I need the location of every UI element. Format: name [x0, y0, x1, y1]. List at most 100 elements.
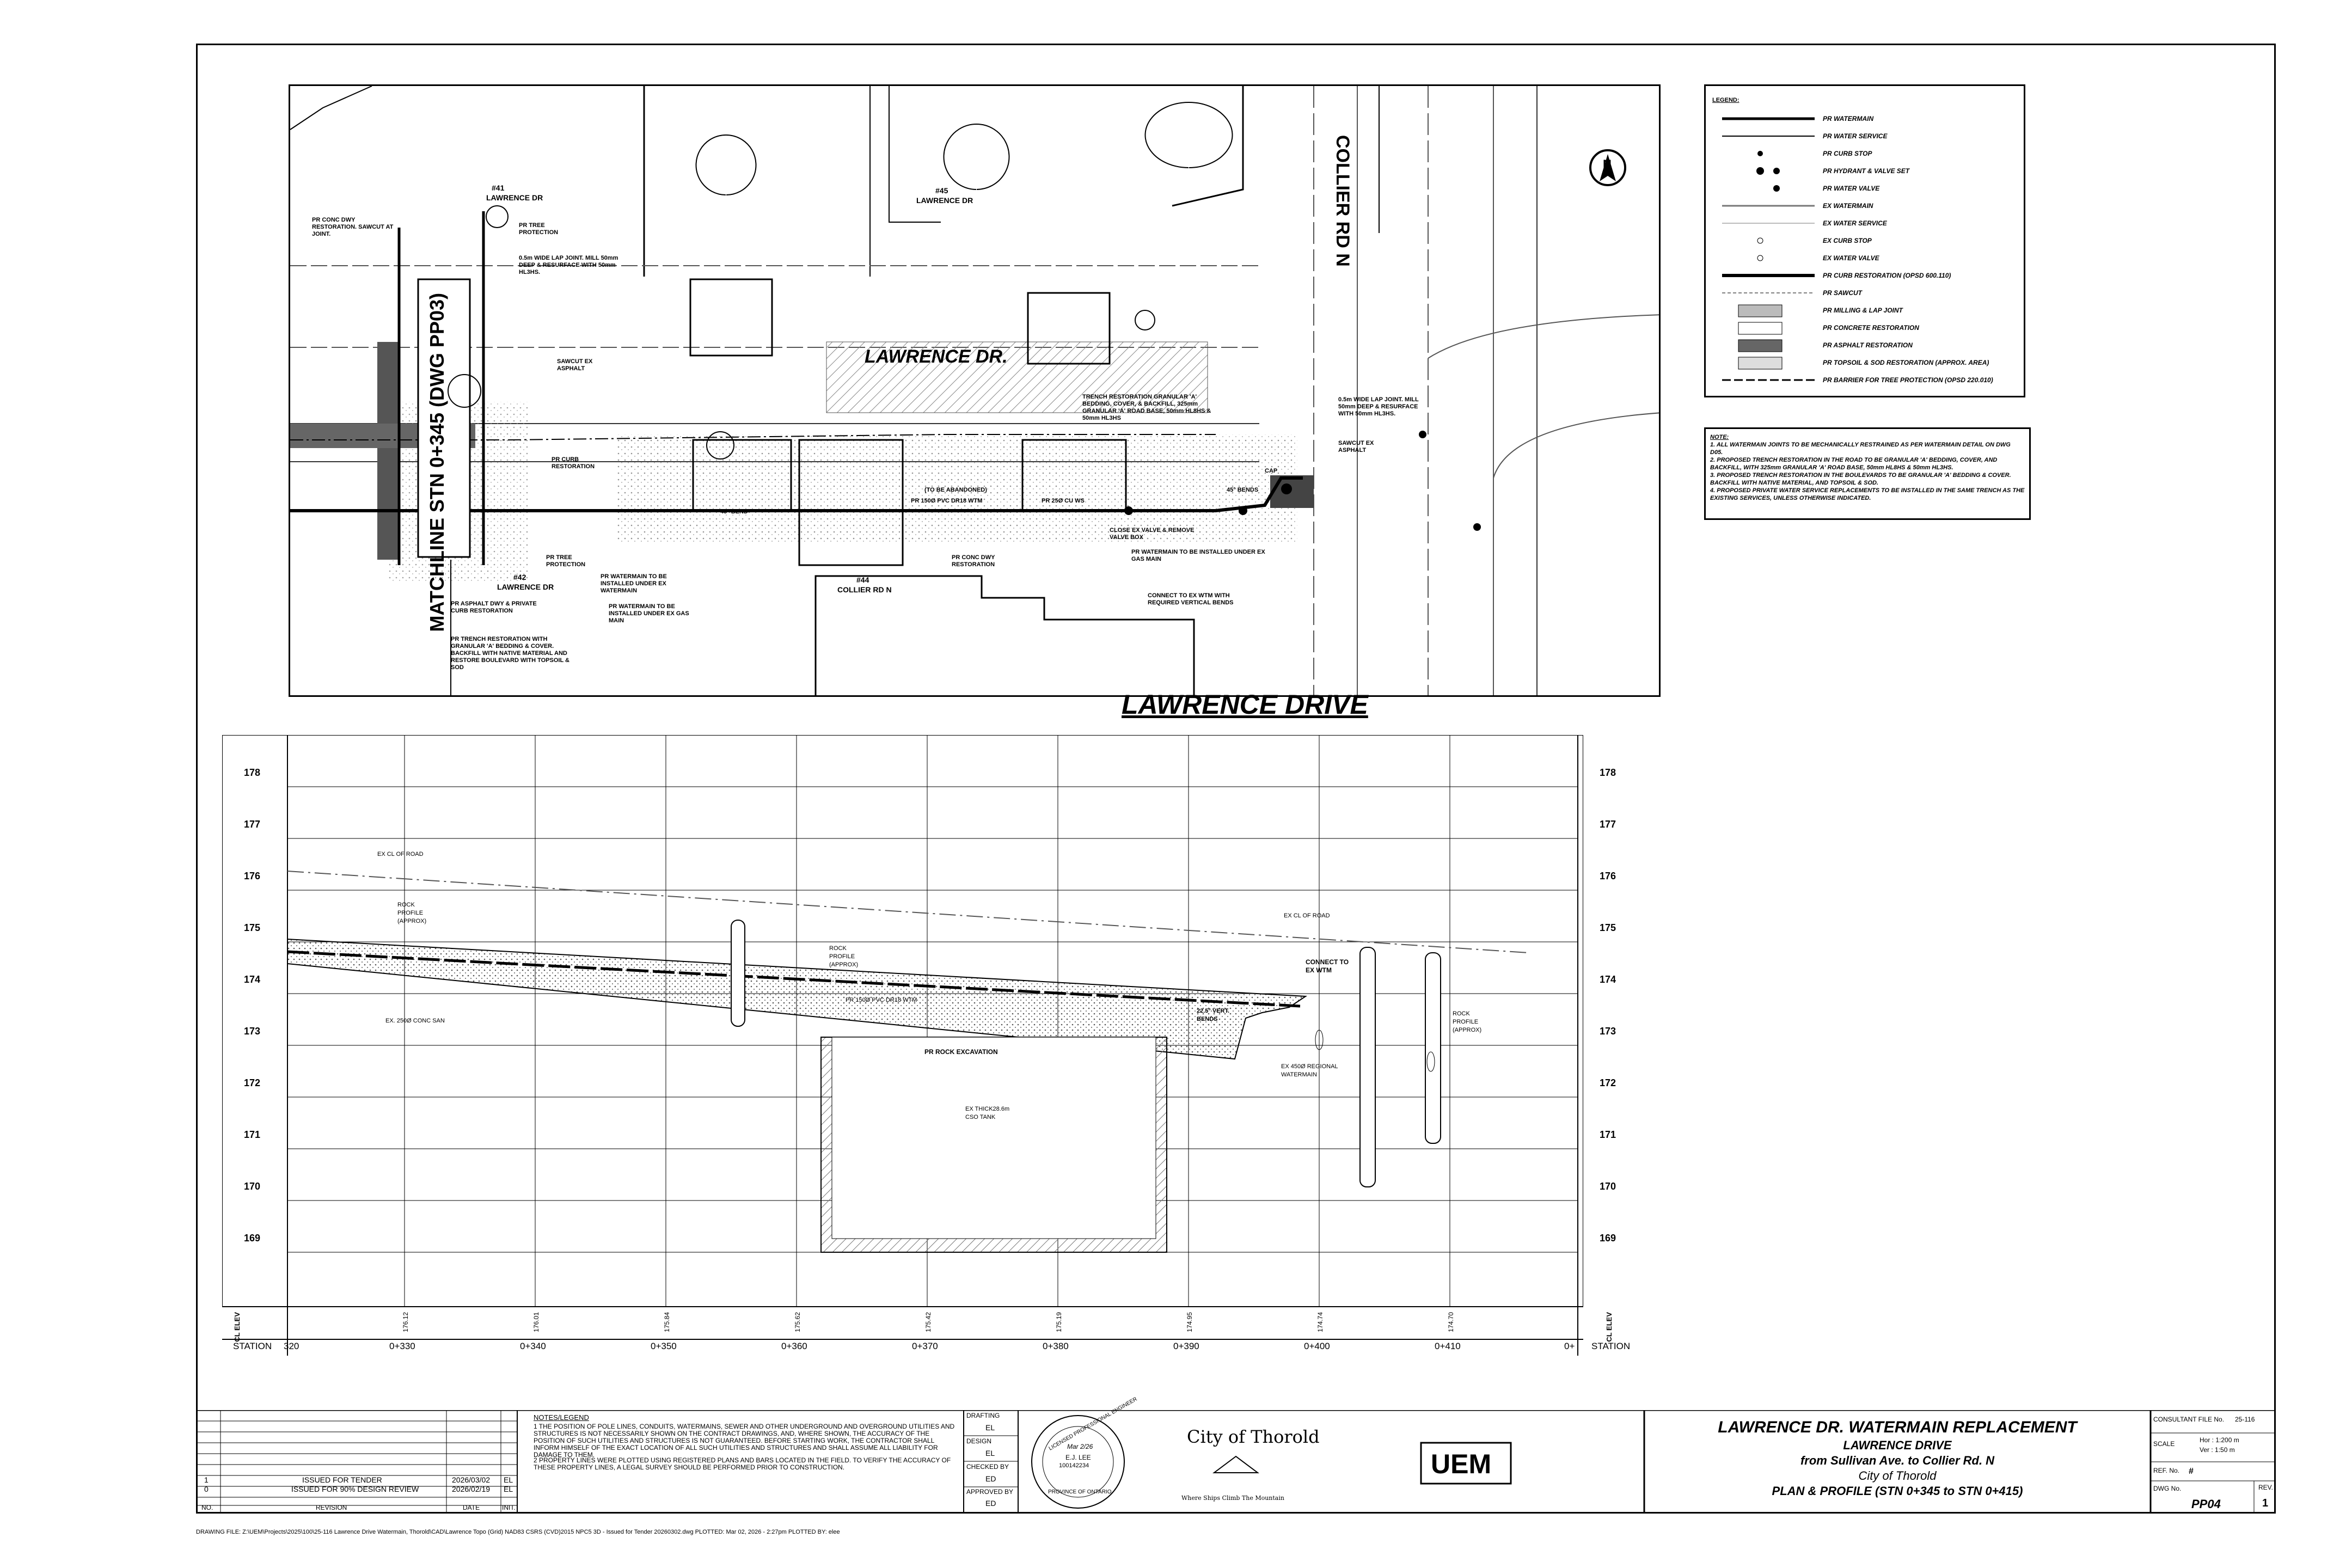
cl-elev-value: 175.62 — [794, 1312, 801, 1332]
scale-v: Ver : 1:50 m — [2200, 1446, 2235, 1454]
tb-notes-title: NOTES/LEGEND — [534, 1413, 589, 1422]
rev-no: 1 — [204, 1475, 209, 1484]
project-sub3: City of Thorold — [1858, 1469, 1937, 1483]
callout-trench-road: TRENCH RESTORATION GRANULAR 'A' BEDDING,… — [1082, 394, 1211, 421]
callout-conc-dwy-2: PR CONC DWY RESTORATION — [952, 554, 995, 568]
cl-elev-value: 175.19 — [1055, 1312, 1063, 1332]
matchline-label: MATCHLINE STN 0+345 (DWG PP03) — [426, 293, 448, 632]
callout-pr-ws: PR 25Ø CU WS — [1042, 498, 1085, 504]
approved-value: ED — [985, 1499, 996, 1508]
firm-logo: UEM — [1431, 1449, 1492, 1479]
elev-label-right: 169 — [1600, 1233, 1616, 1244]
lot-44-no: #44 — [856, 575, 869, 584]
rev-label: REV. — [2258, 1484, 2273, 1491]
rev-by: EL — [504, 1475, 513, 1484]
lot-44-street: COLLIER RD N — [837, 585, 892, 594]
rev-by: EL — [504, 1485, 513, 1493]
seal-name: E.J. LEE — [1065, 1454, 1091, 1461]
street-collier-label: COLLIER RD N — [1332, 135, 1353, 267]
rev-header-desc: REVISION — [316, 1504, 347, 1511]
station-value: 0+ — [1564, 1341, 1575, 1351]
dwg-value: PP04 — [2191, 1497, 2221, 1511]
elev-label: 176 — [244, 871, 261, 881]
station-value: 0+380 — [1043, 1341, 1069, 1351]
project-sub2: from Sullivan Ave. to Collier Rd. N — [1800, 1454, 1995, 1467]
callout-tree-protection-2: PR TREE PROTECTION — [546, 554, 586, 568]
legend-symbols — [1722, 117, 1815, 381]
north-arrow-label: N — [1603, 157, 1612, 171]
callout-trench-boulevard: PR TRENCH RESTORATION WITH GRANULAR 'A' … — [451, 636, 569, 671]
elev-label-right: 177 — [1600, 819, 1616, 830]
legend-item: PR BARRIER FOR TREE PROTECTION (OPSD 220… — [1823, 376, 1993, 384]
scale-h: Hor : 1:200 m — [2200, 1436, 2239, 1444]
profile-label: PR 150Ø PVC DR18 WTM — [846, 997, 917, 1003]
street-lawrence-label: LAWRENCE DR. — [865, 346, 1008, 367]
elev-label: 174 — [244, 974, 261, 985]
city-tagline: Where Ships Climb The Mountain — [1181, 1494, 1284, 1502]
title-block: 0 ISSUED FOR 90% DESIGN REVIEW 2026/02/1… — [196, 1396, 2276, 1514]
legend-item: EX WATER VALVE — [1823, 254, 1879, 262]
station-value: 0+340 — [520, 1341, 546, 1351]
dwg-label: DWG No. — [2153, 1485, 2182, 1492]
profile-view: 178 177 176 175 174 173 172 171 170 169 … — [222, 734, 1630, 1396]
callout-45-bend: 45° BEND — [720, 509, 748, 515]
cl-elev-row-label-right: CL ELEV — [1605, 1312, 1613, 1342]
note-item: 4. PROPOSED PRIVATE WATER SERVICE REPLAC… — [1710, 487, 2025, 501]
callout-conc-dwy: PR CONC DWY RESTORATION. SAWCUT AT JOINT… — [312, 217, 394, 237]
callout-asphalt-dwy: PR ASPHALT DWY & PRIVATE CURB RESTORATIO… — [451, 601, 537, 614]
rev-date: 2026/02/19 — [452, 1485, 491, 1493]
drafting-label: DRAFTING — [966, 1412, 1000, 1419]
cl-elev-value: 174.95 — [1186, 1312, 1193, 1332]
legend-item: PR WATERMAIN — [1823, 115, 1874, 122]
project-title: LAWRENCE DR. WATERMAIN REPLACEMENT — [1718, 1418, 2077, 1436]
cl-elev-value: 175.42 — [924, 1312, 932, 1332]
station-row-label-right: STATION — [1591, 1341, 1631, 1351]
profile-label: EX CL OF ROAD — [377, 851, 424, 857]
callout-lap-joint-1: 0.5m WIDE LAP JOINT. MILL 50mm DEEP & RE… — [519, 255, 618, 275]
elev-label: 177 — [244, 819, 261, 830]
legend-item: PR WATER VALVE — [1823, 185, 1880, 192]
profile-label: EX. 250Ø CONC SAN — [385, 1018, 445, 1024]
legend-item: EX CURB STOP — [1823, 237, 1872, 244]
elev-label: 178 — [244, 767, 261, 778]
cl-elev-row-label: CL ELEV — [233, 1312, 241, 1342]
station-value: 0+370 — [912, 1341, 938, 1351]
callout-connect-ex-wtm: CONNECT TO EX WTM WITH REQUIRED VERTICAL… — [1148, 592, 1234, 606]
ref-value: # — [2189, 1467, 2194, 1476]
note-item: 3. PROPOSED TRENCH RESTORATION IN THE BO… — [1710, 472, 2011, 486]
elev-label: 175 — [244, 922, 261, 933]
design-label: DESIGN — [966, 1437, 992, 1445]
callout-45-bends: 45° BENDS — [1227, 487, 1259, 493]
checked-label: CHECKED BY — [966, 1463, 1009, 1471]
station-value: 0+350 — [651, 1341, 677, 1351]
lot-41-street: LAWRENCE DR — [486, 193, 543, 202]
elev-label-right: 178 — [1600, 767, 1616, 778]
rev-value: 1 — [2262, 1497, 2269, 1509]
checked-value: ED — [985, 1474, 996, 1483]
station-row-label: STATION — [233, 1341, 272, 1351]
legend-item: PR HYDRANT & VALVE SET — [1823, 167, 1910, 175]
station-value: 0+390 — [1173, 1341, 1199, 1351]
elev-label-right: 175 — [1600, 922, 1616, 933]
cl-elev-value: 174.70 — [1447, 1312, 1455, 1332]
rev-date: 2026/03/02 — [452, 1475, 491, 1484]
rev-header-no: NO. — [201, 1504, 213, 1511]
title-block-lines — [196, 1410, 2276, 1514]
legend-title: LEGEND: — [1712, 97, 1739, 103]
legend-item: EX WATER SERVICE — [1823, 219, 1887, 227]
tb-note: 2 PROPERTY LINES WERE PLOTTED USING REGI… — [534, 1456, 951, 1471]
elev-label-right: 172 — [1600, 1077, 1616, 1088]
note-item: 1. ALL WATERMAIN JOINTS TO BE MECHANICAL… — [1710, 442, 2011, 456]
elev-label: 171 — [244, 1129, 261, 1140]
city-logo: City of Thorold — [1187, 1426, 1320, 1447]
cl-elev-value: 176.12 — [402, 1312, 409, 1332]
legend-item: PR TOPSOIL & SOD RESTORATION (APPROX. AR… — [1823, 359, 1989, 366]
plan-linework — [290, 86, 1659, 695]
seal-number: 100142234 — [1059, 1462, 1089, 1469]
cl-elev-value: 176.01 — [532, 1312, 540, 1332]
drafting-value: EL — [985, 1423, 995, 1432]
legend-box: LEGEND: PR WATERMAIN PR WATER SERVICE PR… — [1704, 84, 2025, 397]
station-value: 0+400 — [1304, 1341, 1330, 1351]
notes-title: NOTE: — [1710, 434, 1729, 440]
legend-item: PR MILLING & LAP JOINT — [1823, 307, 1903, 314]
